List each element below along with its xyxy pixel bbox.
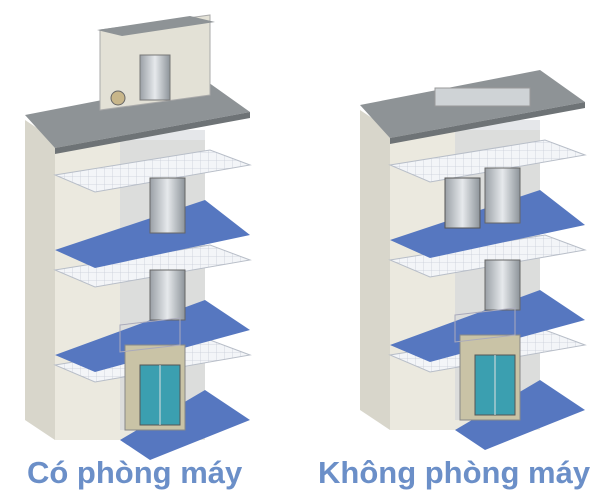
machine-recess bbox=[434, 87, 531, 107]
machine-room bbox=[97, 14, 215, 111]
building-with-machine-room bbox=[24, 14, 251, 461]
building-without-machine-room bbox=[359, 69, 586, 451]
label-with-machine-room: Có phòng máy bbox=[27, 455, 243, 490]
elevator-car bbox=[444, 177, 481, 229]
label-without-machine-room: Không phòng máy bbox=[318, 455, 591, 490]
